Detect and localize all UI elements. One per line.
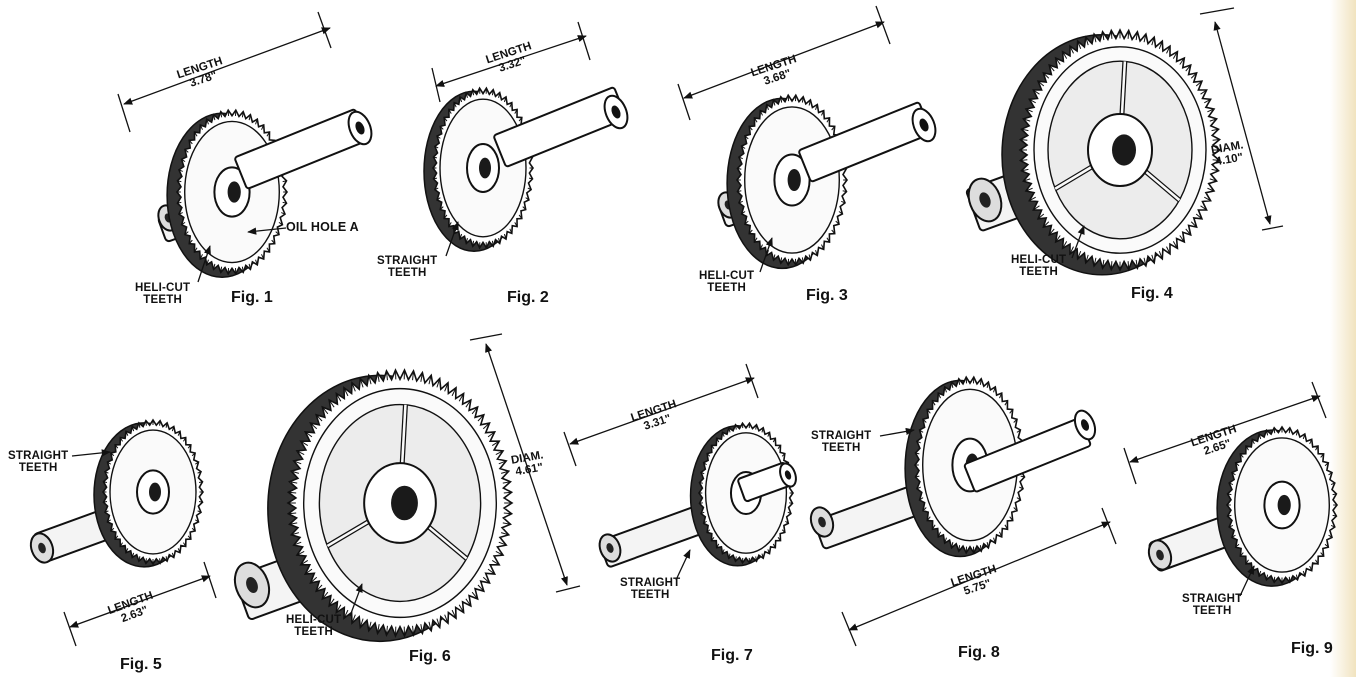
fig9-length-arrow [1123,381,1327,485]
fig2-teeth-leader [445,221,459,257]
fig1-length-arrow [117,11,332,133]
fig3-gear-drawing [717,93,937,270]
fig1-gear-drawing [157,108,373,279]
fig1-teeth-leader [197,245,211,283]
fig1-caption: Fig. 1 [231,289,273,306]
fig4-teeth-leader [1071,225,1085,259]
fig1-oil-hole-callout: OIL HOLE A [286,220,359,234]
fig6-caption: Fig. 6 [409,648,451,665]
paper-edge-shading [1330,0,1356,677]
fig6-diam-arrow [469,333,581,593]
fig4-caption: Fig. 4 [1131,285,1173,302]
fig5-teeth-leader [71,449,111,457]
fig8-teeth-leader [879,427,915,437]
fig9-gear-drawing [1147,425,1339,587]
fig2-gear-drawing [423,86,629,252]
fig7-gear-drawing [598,421,797,568]
fig3-length-arrow [677,5,891,121]
fig6-teeth-leader [349,583,363,617]
fig7-teeth-leader [675,549,691,581]
fig7-length-arrow [563,363,759,467]
fig3-teeth-leader [759,237,773,273]
fig8-length-arrow [841,507,1117,647]
fig1-oil-hole-leader [247,227,287,235]
fig5-length-arrow [63,561,217,647]
fig9-caption: Fig. 9 [1291,640,1333,657]
fig5-gear-drawing [29,418,204,568]
fig9-teeth-leader [1239,565,1255,597]
fig3-caption: Fig. 3 [806,287,848,304]
fig4-diam-arrow [1199,7,1284,231]
fig8-caption: Fig. 8 [958,644,1000,661]
fig6-gear-drawing [233,368,514,643]
fig2-length-arrow [431,21,591,103]
fig5-caption: Fig. 5 [120,656,162,673]
fig8-gear-drawing [809,375,1097,558]
fig4-gear-drawing [965,28,1222,276]
fig7-caption: Fig. 7 [711,647,753,664]
fig2-caption: Fig. 2 [507,289,549,306]
